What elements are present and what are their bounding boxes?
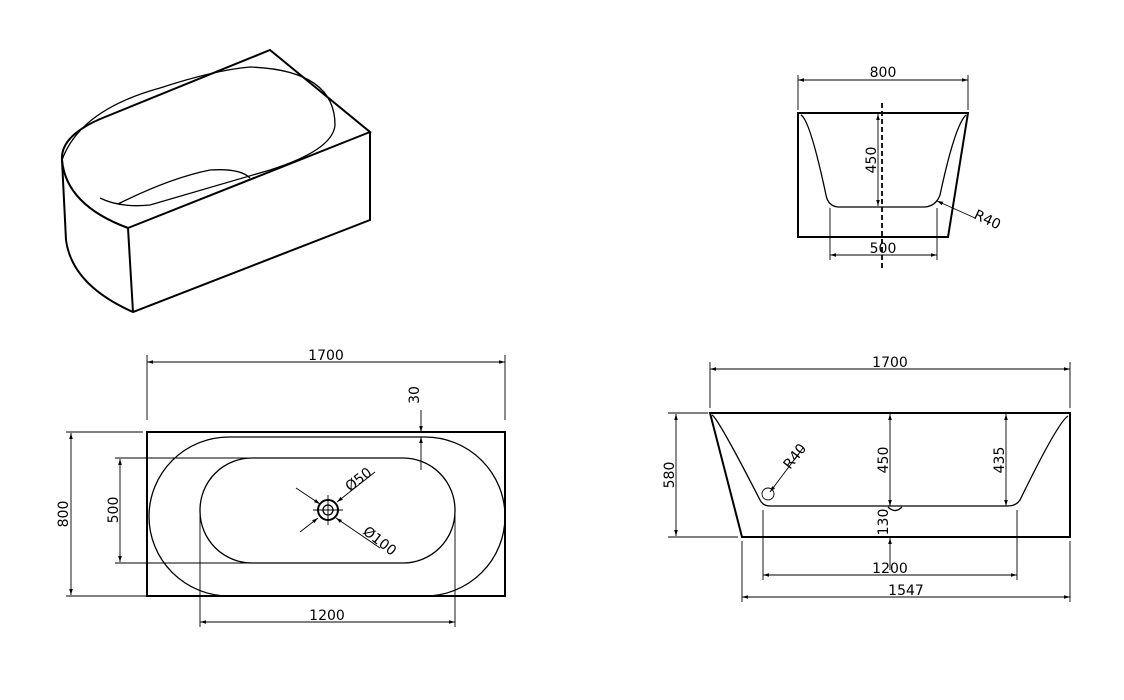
side-radius-label: R40 — [781, 441, 811, 473]
end-view: 800 450 500 R40 — [797, 65, 1003, 268]
isometric-view — [60, 48, 372, 314]
drain-inner-label: Ø50 — [343, 465, 376, 495]
side-depth-side-label: 435 — [992, 447, 1008, 474]
side-height-label: 580 — [662, 462, 678, 489]
end-width-label: 800 — [870, 65, 897, 81]
plan-inner-width-label: 500 — [106, 497, 122, 524]
plan-width-label: 800 — [56, 501, 72, 528]
side-depth-center-label: 450 — [876, 447, 892, 474]
side-base-height-label: 130 — [876, 509, 892, 536]
plan-inner-length-label: 1200 — [309, 608, 345, 624]
end-depth-label: 450 — [864, 147, 880, 174]
end-bottom-width-label: 500 — [870, 241, 897, 257]
side-bottom-length-label: 1200 — [872, 561, 908, 577]
plan-length-label: 1700 — [308, 348, 344, 364]
side-length-label: 1700 — [872, 355, 908, 371]
rim-offset-label: 30 — [407, 386, 423, 404]
end-radius-label: R40 — [971, 207, 1003, 233]
side-base-length-label: 1547 — [888, 583, 924, 599]
drain-outer-label: Ø100 — [360, 524, 400, 560]
side-view: 1700 580 450 435 130 1200 1547 R40 — [662, 355, 1071, 602]
plan-view: Ø50 Ø100 1700 30 800 500 1200 — [56, 348, 506, 627]
